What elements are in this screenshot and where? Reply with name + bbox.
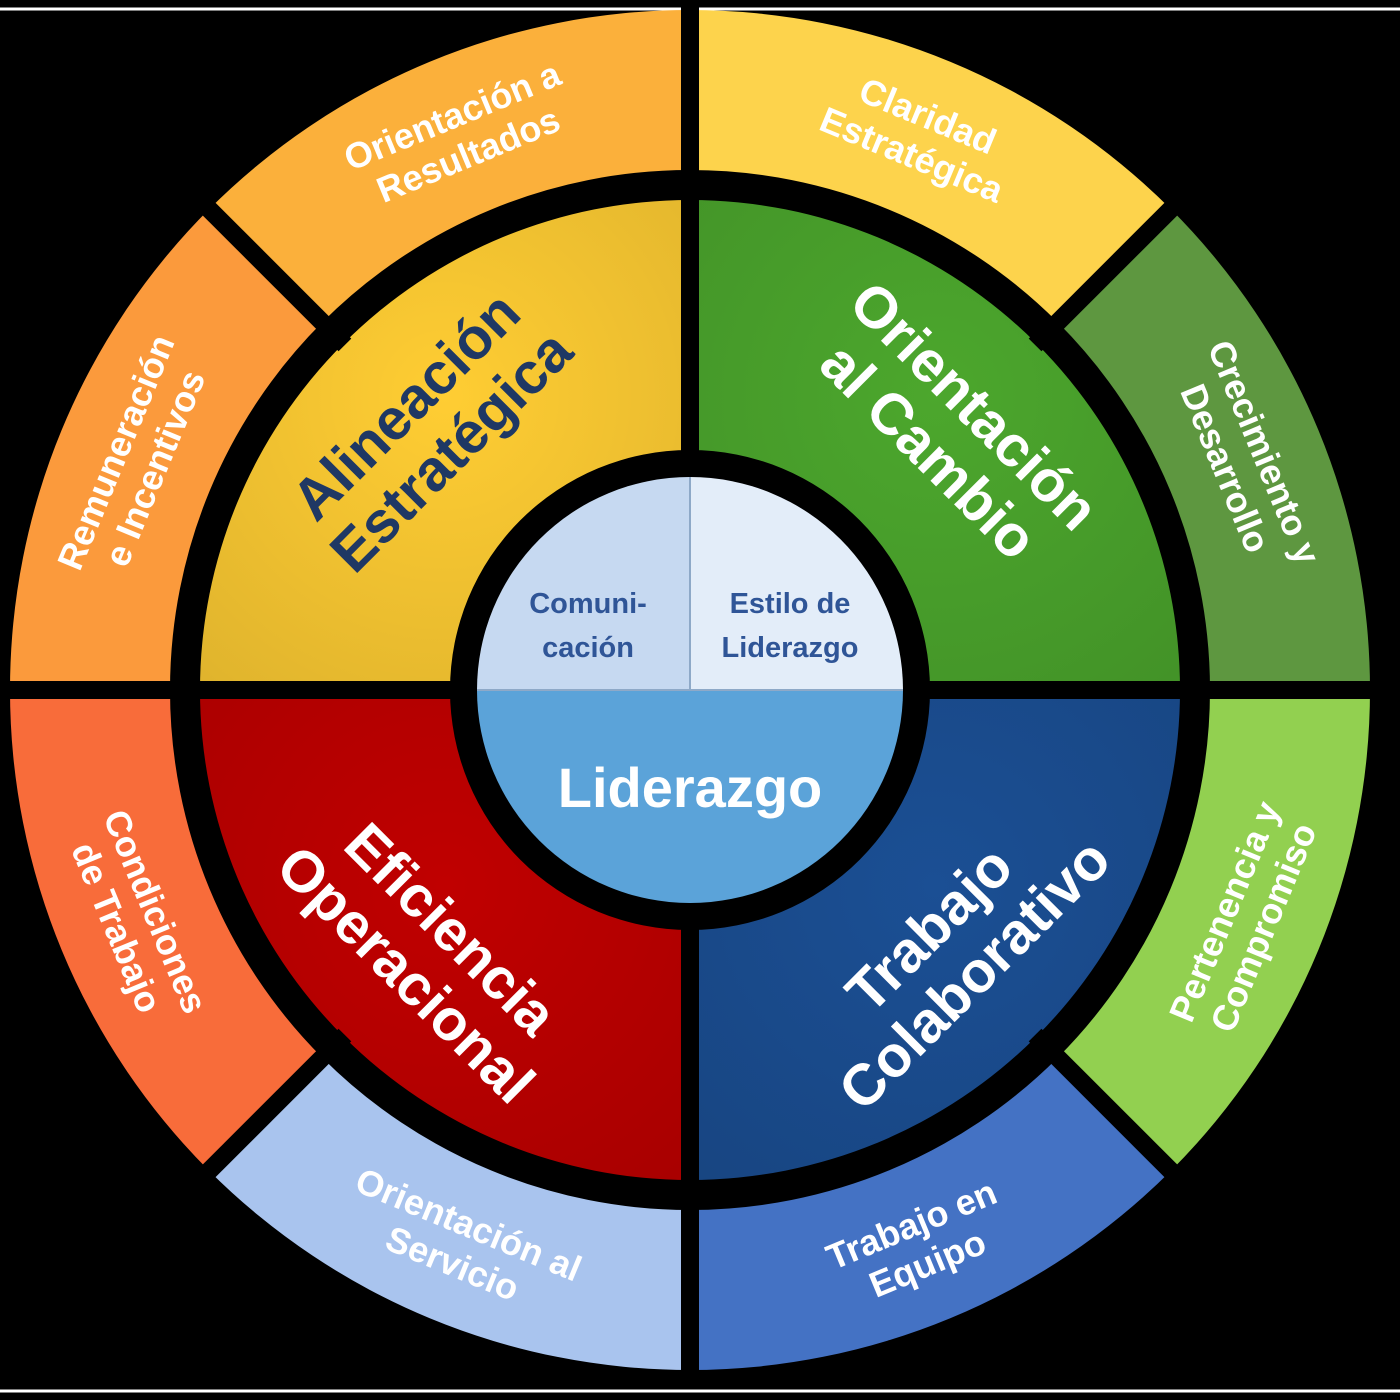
center-top-right-shape xyxy=(690,477,903,690)
outer-divider xyxy=(199,1028,352,1181)
center-bottom-label: Liderazgo xyxy=(558,756,822,819)
inner-segment-trabajo-colaborativo: TrabajoColaborativo xyxy=(690,690,1180,1180)
center-top-left-label: Comuni-cación xyxy=(529,588,647,664)
inner-segment-shape xyxy=(690,200,1180,690)
inner-segment-shape xyxy=(200,200,690,690)
outer-segment-crecimiento: Crecimiento yDesarrollo xyxy=(1057,209,1370,690)
center-top-left-label-line: cación xyxy=(542,632,634,664)
center-top-left-label-line: Comuni- xyxy=(529,588,647,620)
outer-segment-shape xyxy=(209,1057,690,1370)
inner-segment-shape xyxy=(690,690,1180,1180)
outer-segment-shape xyxy=(690,1057,1171,1370)
center-top-right-label: Estilo de Liderazgo xyxy=(722,588,859,664)
outer-segment-shape xyxy=(1057,209,1370,690)
center-top-right-label-line: Estilo de xyxy=(730,588,851,620)
outer-segment-claridad: ClaridadEstratégica xyxy=(690,10,1171,323)
outer-segment-shape xyxy=(690,10,1171,323)
center-top-right-label-line: Liderazgo xyxy=(722,632,859,664)
outer-segment-shape xyxy=(209,10,690,323)
outer-segment-shape xyxy=(10,209,323,690)
center-top-left-shape xyxy=(477,477,690,690)
center-bottom-shape xyxy=(477,690,903,903)
inner-segment-shape xyxy=(200,690,690,1180)
outer-divider xyxy=(199,199,352,352)
outer-divider xyxy=(1028,1028,1181,1181)
outer-segment-trabajo-equipo: Trabajo enEquipo xyxy=(690,1057,1171,1370)
outer-segment-shape xyxy=(10,690,323,1171)
outer-segment-shape xyxy=(1057,690,1370,1171)
outer-divider xyxy=(1028,199,1181,352)
